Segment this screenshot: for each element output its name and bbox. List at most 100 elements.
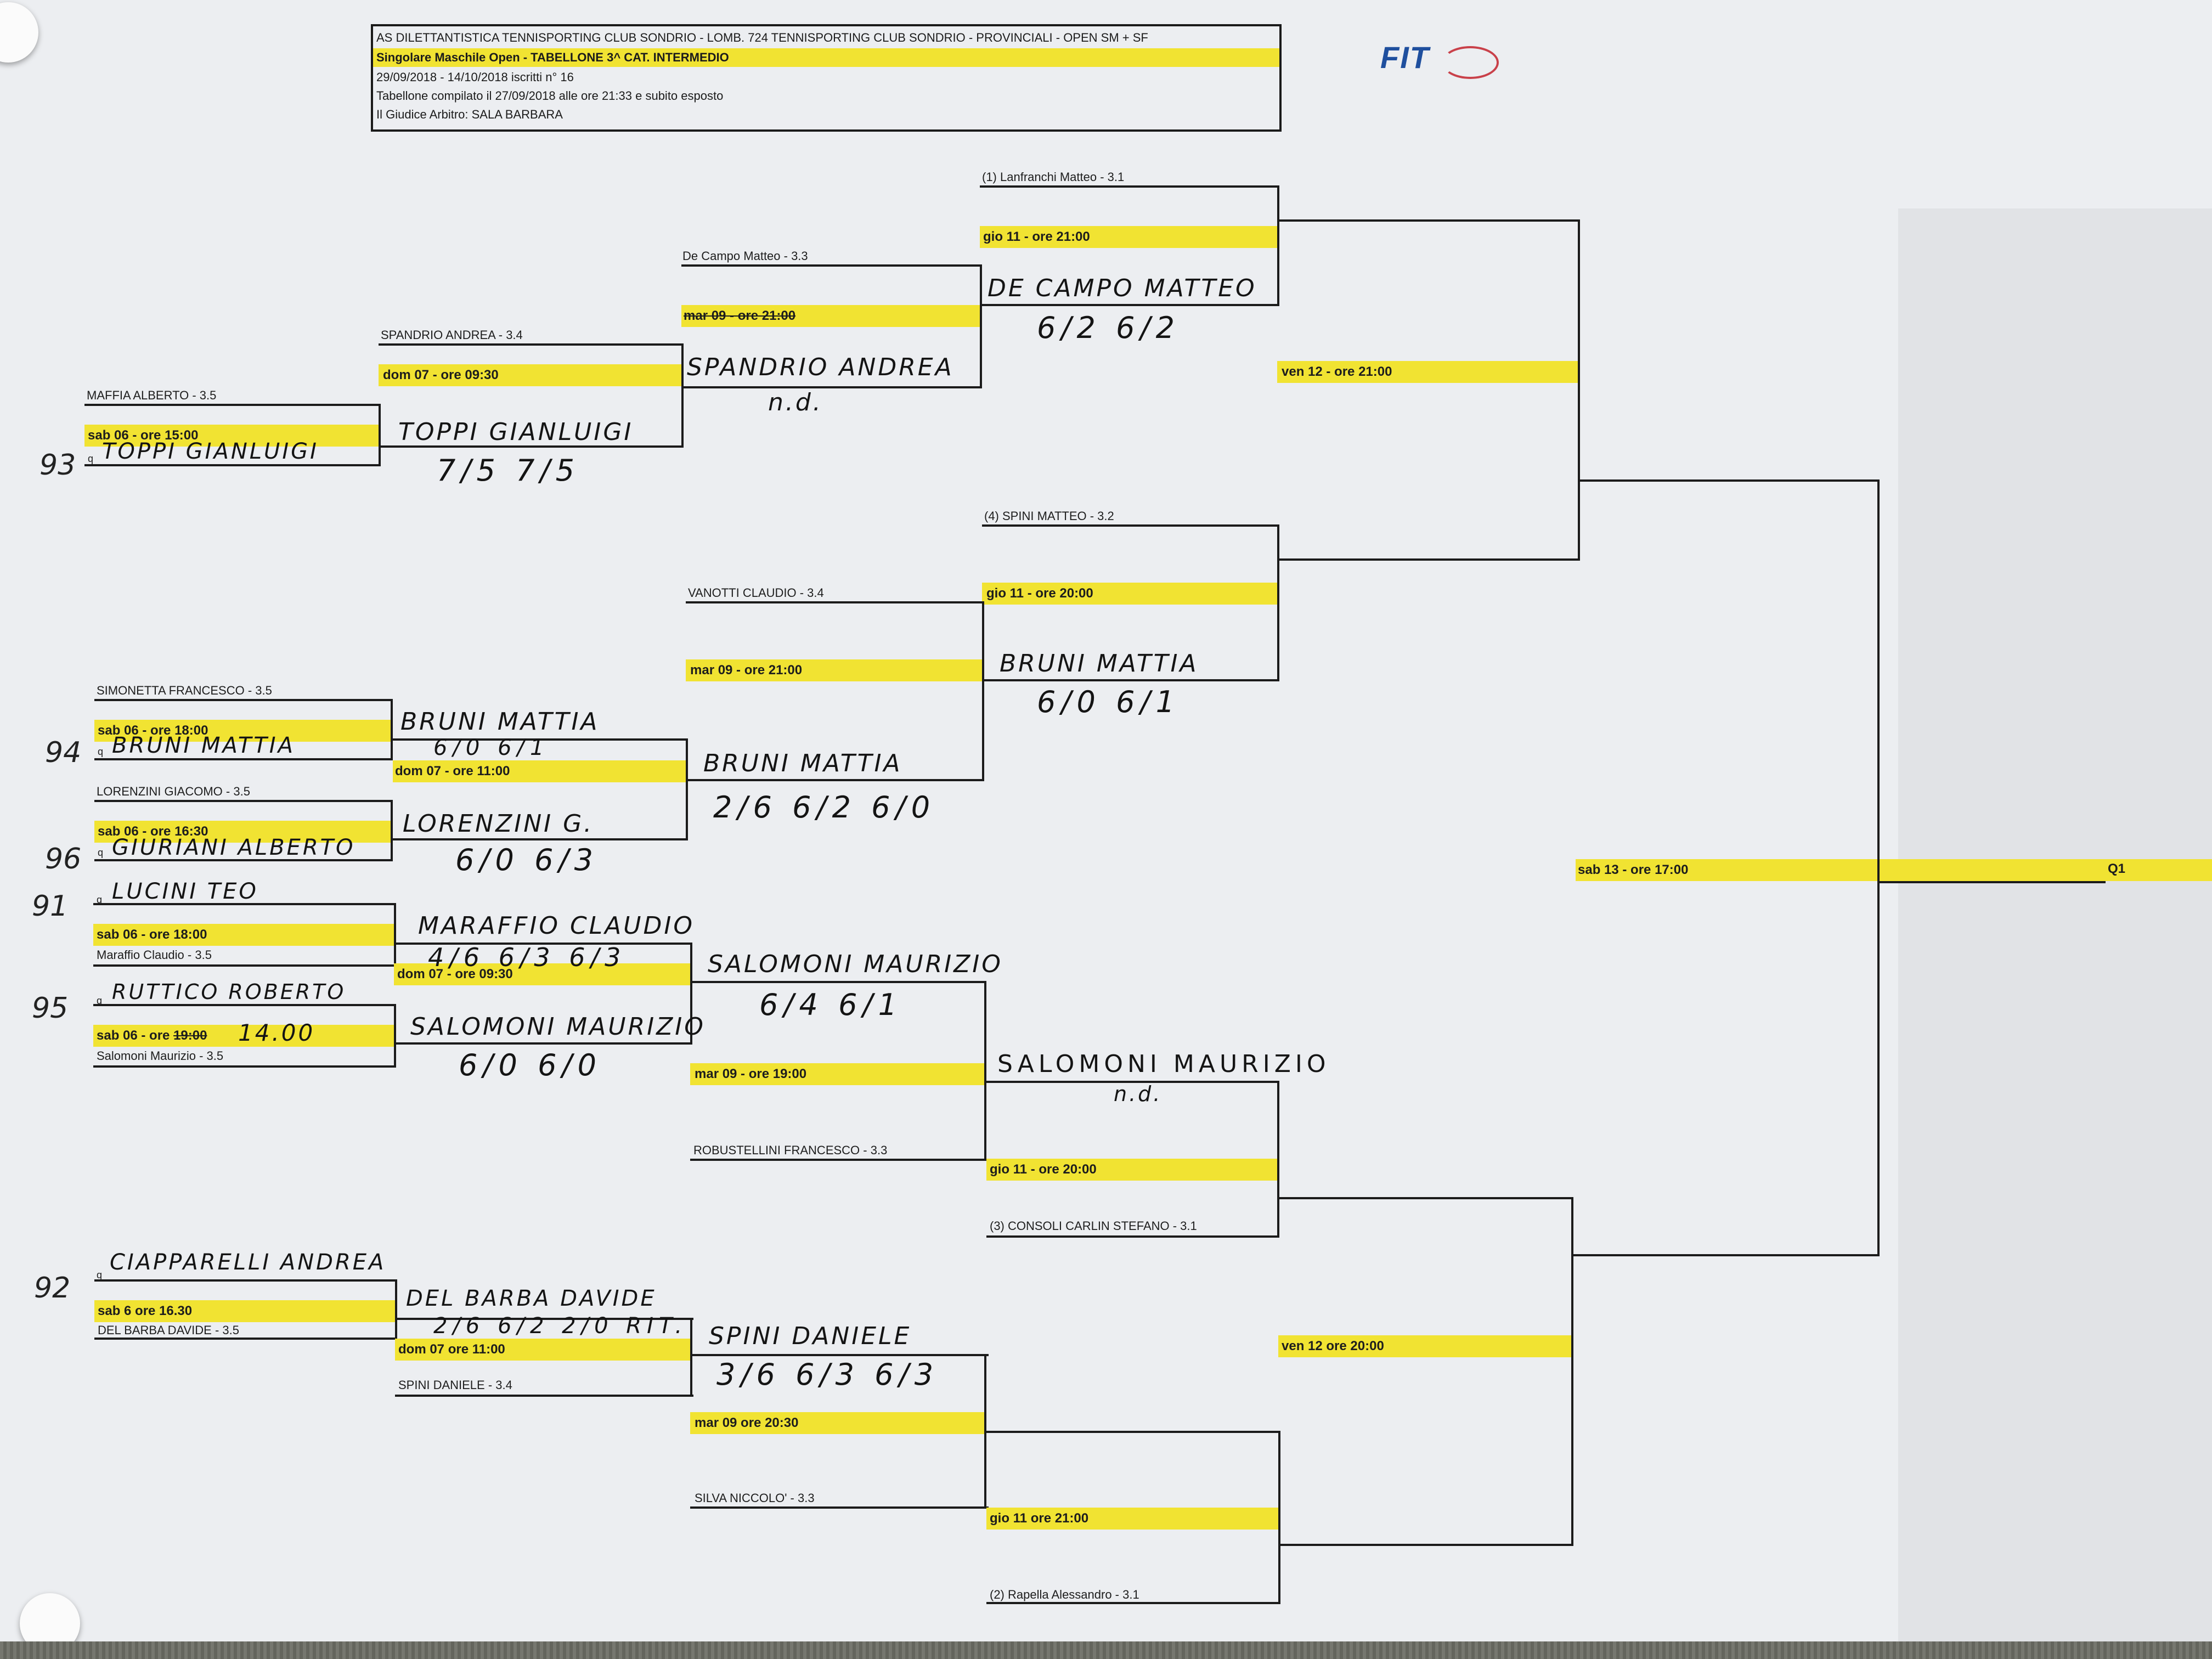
r16d-score: 3/6 6/3 6/3 <box>716 1357 939 1392</box>
q95-schedule: sab 06 - ore 19:00 <box>97 1028 207 1043</box>
final-bracket-vertical <box>1877 479 1880 1256</box>
qf2-top-line <box>982 524 1279 527</box>
r32c-player-top-score: 4/6 6/3 6/3 <box>428 943 627 972</box>
r16d-bracket-vertical <box>984 1354 986 1509</box>
q95-schedule-prefix: sab 06 - ore <box>97 1028 170 1043</box>
r16d-winner: SPINI DANIELE <box>709 1322 912 1350</box>
r32a-schedule: dom 07 - ore 09:30 <box>383 368 499 382</box>
q95-qualifier-mark: q <box>97 995 103 1006</box>
player-simonetta: SIMONETTA FRANCESCO - 3.5 <box>97 684 272 697</box>
r16b-winner: BRUNI MATTIA <box>703 749 902 777</box>
fit-logo: FIT <box>1380 40 1430 75</box>
player-silva: SILVA NICCOLO' - 3.3 <box>695 1491 815 1505</box>
qf1-schedule-band <box>980 226 1277 248</box>
q96-top-line <box>94 800 393 802</box>
q92-top-line <box>94 1279 397 1282</box>
r16c-top-line <box>690 981 986 983</box>
r16b-bracket-vertical <box>982 601 984 781</box>
match-number-92: 92 <box>34 1272 71 1305</box>
q95-time-note: 14.00 <box>238 1019 315 1046</box>
qf1-score: 6/2 6/2 <box>1037 311 1180 345</box>
r32a-top-line <box>379 343 684 346</box>
r32c-schedule-band <box>394 963 690 985</box>
r32b-bracket-vertical <box>686 738 688 840</box>
r32b-schedule-band <box>393 760 686 782</box>
r32b-bottom-line <box>393 838 688 840</box>
r32c-player-top: MARAFFIO CLAUDIO <box>418 912 695 940</box>
r32d-player-top: DEL BARBA DAVIDE <box>406 1286 657 1311</box>
r32a-bracket-vertical <box>681 343 684 448</box>
r16b-bottom-line <box>686 779 984 781</box>
qf2-schedule: gio 11 - ore 20:00 <box>986 586 1093 601</box>
r32b-top-line <box>393 738 688 741</box>
q93-top-line <box>84 404 381 406</box>
q93-qualifier-mark: q <box>88 453 94 464</box>
player-de-campo: De Campo Matteo - 3.3 <box>682 249 808 263</box>
match-number-95: 95 <box>32 992 69 1025</box>
player-robustellini: ROBUSTELLINI FRANCESCO - 3.3 <box>693 1143 888 1157</box>
sf2-bottom-line <box>1278 1544 1573 1546</box>
q92-player: CIAPPARELLI ANDREA <box>110 1250 386 1275</box>
q94-player: BRUNI MATTIA <box>112 733 295 758</box>
final-bottom-line <box>1571 1254 1880 1256</box>
q96-schedule: sab 06 - ore 16:30 <box>98 824 208 839</box>
r16b-top-line <box>686 601 984 603</box>
q93-player: TOPPI GIANLUIGI <box>102 439 319 464</box>
sf2-schedule-band <box>1278 1335 1571 1357</box>
qf2-score: 6/0 6/1 <box>1037 685 1180 719</box>
final-schedule: sab 13 - ore 17:00 <box>1578 862 1689 877</box>
final-schedule-band <box>1576 859 2212 881</box>
match-number-93: 93 <box>40 449 76 482</box>
r16b-score: 2/6 6/2 6/0 <box>713 790 936 825</box>
qf1-schedule: gio 11 - ore 21:00 <box>983 229 1090 244</box>
final-top-line <box>1578 479 1880 482</box>
paper-shadow <box>1898 208 2212 1641</box>
tournament-header: AS DILETTANTISTICA TENNISPORTING CLUB SO… <box>371 24 1282 132</box>
q94-qualifier-mark: q <box>98 746 104 757</box>
r32d-bottom-line <box>395 1395 693 1397</box>
header-line-compiled: Tabellone compilato il 27/09/2018 alle o… <box>376 89 724 103</box>
q96-bracket-vertical <box>391 800 393 861</box>
header-line-dates: 29/09/2018 - 14/10/2018 iscritti n° 16 <box>376 70 574 84</box>
sf1-schedule-band <box>1277 361 1578 383</box>
q91-bracket-vertical <box>394 903 396 967</box>
qf1-winner: DE CAMPO MATTEO <box>988 274 1257 302</box>
q91-schedule: sab 06 - ore 18:00 <box>97 927 207 942</box>
q93-bottom-line <box>84 464 381 466</box>
qf3-note: n.d. <box>1114 1082 1163 1106</box>
r16a-schedule-band <box>681 305 980 327</box>
r32c-bottom-line <box>394 1042 692 1045</box>
r32a-schedule-band <box>379 364 681 386</box>
punch-hole-top <box>0 2 38 63</box>
r16c-score: 6/4 6/1 <box>759 988 902 1022</box>
qf3-bracket-vertical <box>1277 1081 1279 1238</box>
r16d-schedule: mar 09 ore 20:30 <box>695 1415 799 1430</box>
player-spini-daniele: SPINI DANIELE - 3.4 <box>398 1378 512 1392</box>
sf2-top-line <box>1278 1197 1573 1199</box>
sf1-schedule: ven 12 - ore 21:00 <box>1282 364 1392 379</box>
fit-logo-swoosh-icon <box>1442 46 1499 79</box>
q96-bottom-line <box>94 859 393 861</box>
player-salomoni: Salomoni Maurizio - 3.5 <box>97 1049 224 1063</box>
player-del-barba: DEL BARBA DAVIDE - 3.5 <box>98 1323 239 1337</box>
q95-schedule-struck: 19:00 <box>173 1028 207 1043</box>
r16c-schedule-band <box>690 1063 984 1085</box>
r32d-player-top-score: 2/6 6/2 2/0 RIT. <box>433 1313 688 1339</box>
qf3-top-line <box>986 1081 1279 1083</box>
r32c-bracket-vertical <box>690 943 692 1045</box>
r32d-schedule-band <box>395 1339 691 1361</box>
r32c-score: 6/0 6/0 <box>459 1048 602 1082</box>
r16a-bottom-line <box>681 386 982 388</box>
r16b-schedule-band <box>686 659 982 681</box>
q95-bracket-vertical <box>394 1004 396 1068</box>
r16c-winner: SALOMONI MAURIZIO <box>708 950 1003 978</box>
r32a-winner: TOPPI GIANLUIGI <box>398 418 634 446</box>
r16c-bracket-vertical <box>984 981 986 1161</box>
r32c-top-line <box>394 943 692 945</box>
q94-top-line <box>94 699 393 701</box>
r32d-bracket-vertical <box>690 1318 692 1397</box>
r16c-bottom-line <box>690 1159 986 1161</box>
seed-3-player: (3) CONSOLI CARLIN STEFANO - 3.1 <box>990 1219 1197 1233</box>
seed-1-player: (1) Lanfranchi Matteo - 3.1 <box>982 170 1125 184</box>
header-line-club: AS DILETTANTISTICA TENNISPORTING CLUB SO… <box>376 31 1148 44</box>
